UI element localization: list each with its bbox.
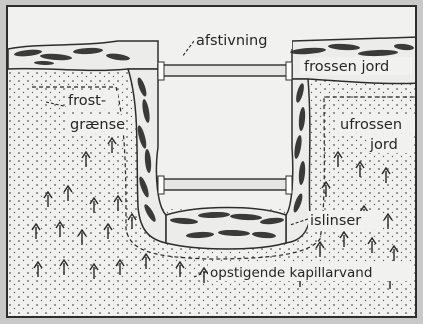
label-frossen-jord: frossen jord — [304, 59, 389, 75]
label-jord: jord — [369, 137, 398, 153]
label-frost: frost- — [68, 93, 106, 109]
figure-panel: afstivning frossen jord frost- grænse uf… — [6, 5, 417, 318]
label-islinser: islinser — [310, 213, 361, 229]
label-ufrossen: ufrossen — [340, 117, 402, 133]
excavation-diagram: afstivning frossen jord frost- grænse uf… — [8, 7, 417, 318]
label-graense: grænse — [70, 117, 125, 133]
label-opstigende-kapillarvand: opstigende kapillarvand — [210, 265, 372, 281]
label-afstivning: afstivning — [196, 33, 267, 49]
